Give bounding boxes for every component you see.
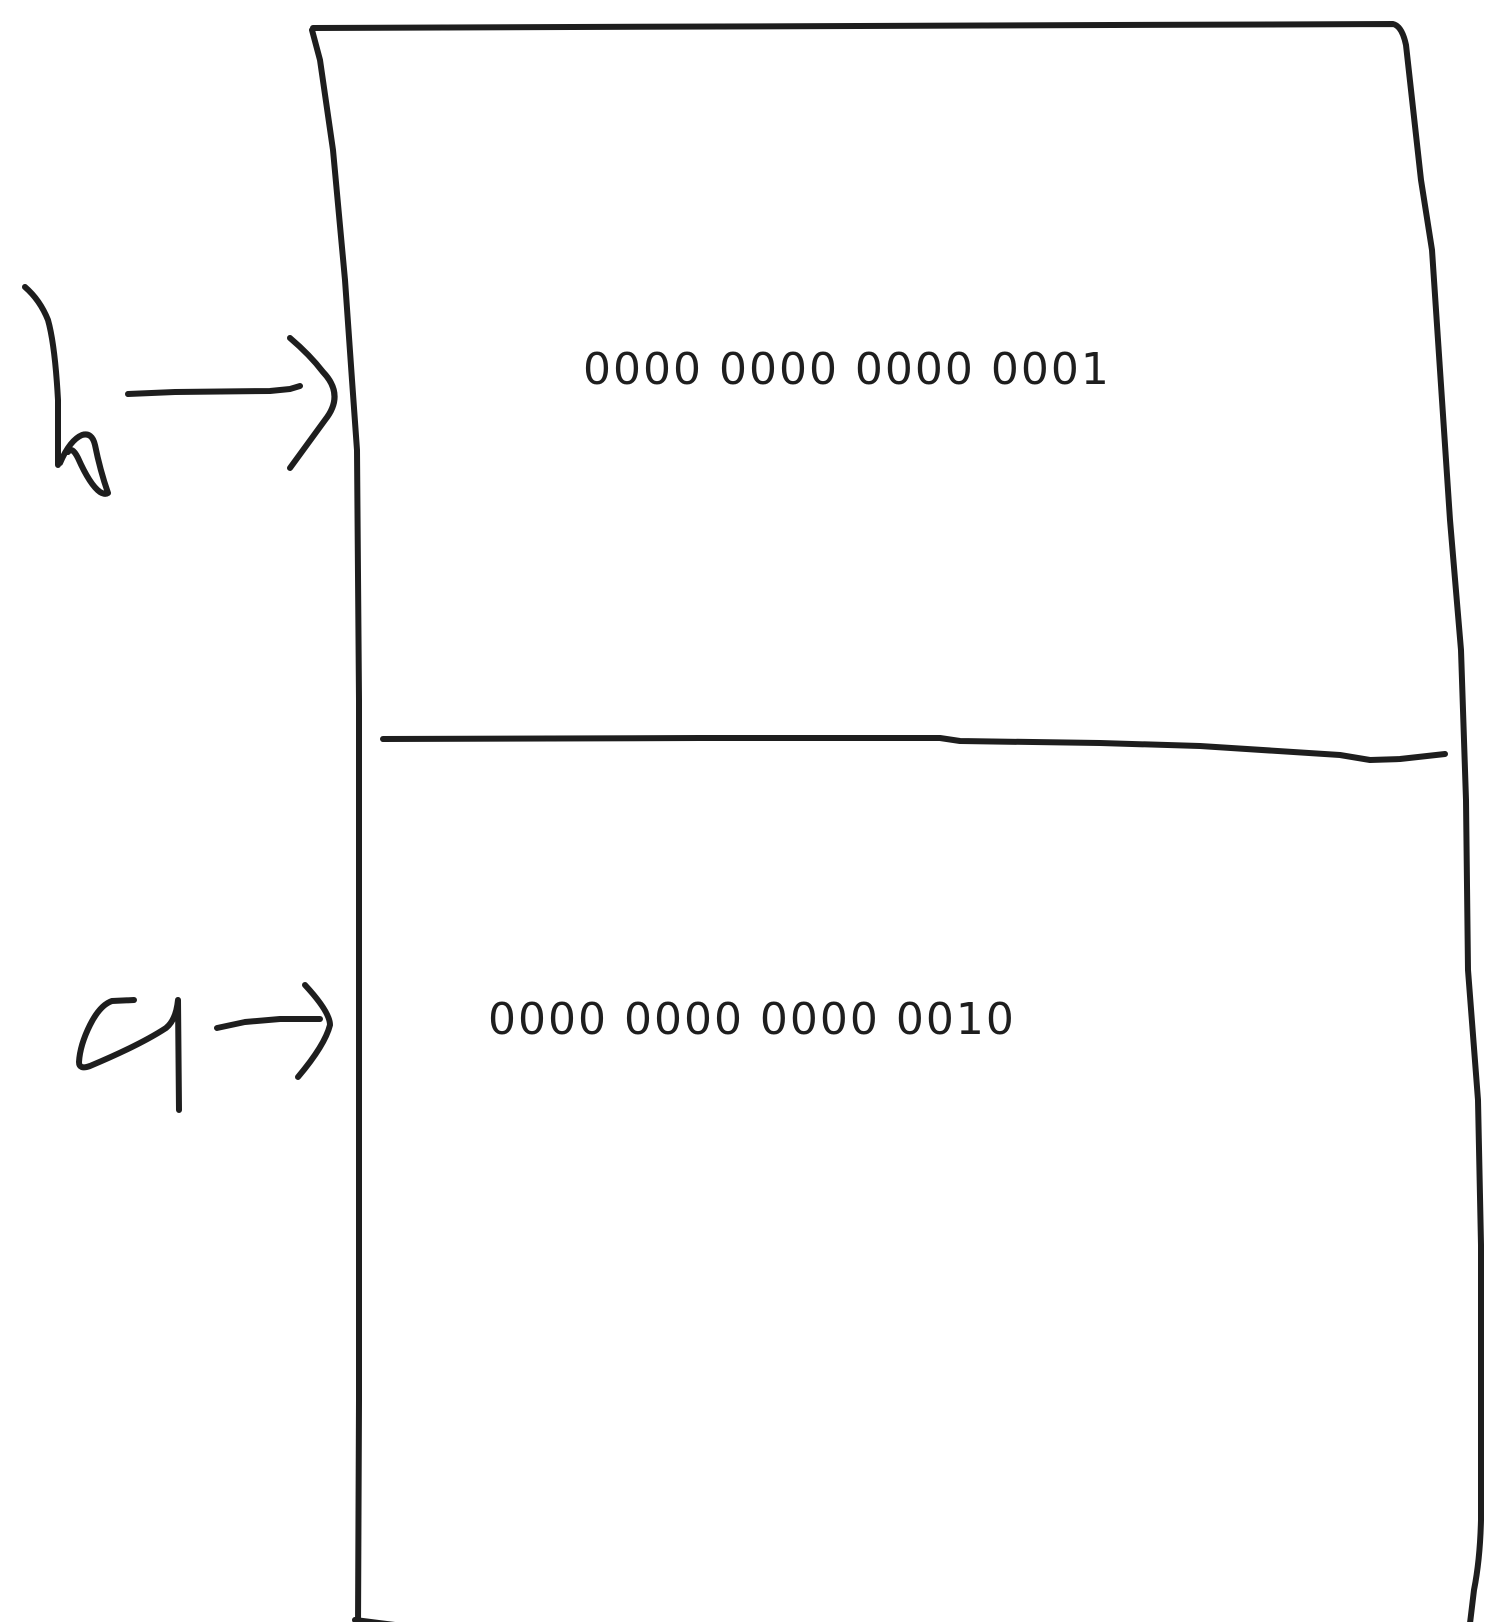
variable-b: b 0000 0000 0000 0001 <box>22 284 1111 497</box>
memory-box-left-edge <box>309 27 362 1622</box>
memory-box-outline <box>310 21 1484 1622</box>
variable-b-value: 0000 0000 0000 0001 <box>583 344 1111 395</box>
variable-b-arrow <box>125 335 338 471</box>
variable-a: a 0000 0000 0000 0010 <box>76 982 1016 1113</box>
variable-b-glyph <box>22 284 111 497</box>
cell-divider <box>380 735 1448 763</box>
variable-a-glyph <box>76 997 182 1113</box>
variable-a-arrow <box>214 982 333 1080</box>
variable-a-value: 0000 0000 0000 0010 <box>488 994 1016 1045</box>
